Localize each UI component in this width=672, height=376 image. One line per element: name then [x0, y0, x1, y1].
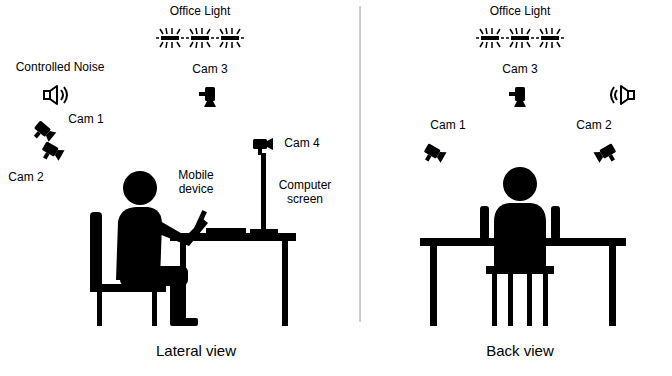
keyboard [206, 228, 246, 233]
chair-leg [97, 292, 102, 326]
part-label: Controlled Noise [16, 60, 105, 74]
camera-2 [39, 140, 65, 165]
camera [30, 120, 56, 146]
lamp [506, 28, 534, 48]
part-label: Cam 1 [68, 112, 103, 126]
lamp [156, 28, 184, 48]
desk-back [420, 238, 626, 326]
office-lights [156, 28, 244, 48]
camera [199, 87, 216, 107]
chair-leg [527, 274, 532, 326]
desk-side [170, 153, 296, 326]
desk-top [170, 233, 296, 241]
head [503, 167, 537, 201]
chair-leg [492, 274, 497, 326]
speaker [611, 86, 634, 104]
chair-back [90, 212, 102, 288]
lamp [186, 28, 214, 48]
desk-leg [609, 246, 616, 326]
part-label: Cam 4 [284, 136, 319, 150]
camera-3 [199, 87, 216, 107]
head [123, 171, 157, 205]
chair-post [551, 206, 560, 240]
part-label: Mobile device [169, 168, 223, 196]
lamp [536, 28, 564, 48]
part-label: Cam 2 [576, 118, 611, 132]
camera [39, 140, 65, 165]
part-label: Computer screen [274, 178, 336, 206]
part-label: Cam 1 [430, 118, 465, 132]
part-label: Office Light [170, 4, 230, 18]
desk-leg [180, 241, 186, 326]
noise-speaker [44, 86, 67, 104]
chair-leg [508, 274, 513, 326]
panel-caption: Back view [486, 342, 554, 360]
camera [593, 142, 619, 167]
mobile-device [194, 210, 207, 230]
desk-top [420, 238, 626, 246]
office-lights [476, 28, 564, 48]
torso [494, 203, 546, 266]
camera-3 [509, 87, 526, 107]
part-label: Cam 3 [192, 62, 227, 76]
desk-leg [430, 246, 437, 326]
lamp [216, 28, 244, 48]
chair-post [480, 206, 489, 240]
part-label: Cam 2 [8, 170, 43, 184]
panel-caption: Lateral view [156, 342, 236, 360]
noise-speaker [611, 86, 634, 104]
screen-pole [261, 153, 266, 233]
panel-divider [360, 6, 361, 322]
camera-1 [421, 142, 447, 167]
chair-leg [543, 274, 548, 326]
desk-leg [282, 241, 288, 326]
part-label: Office Light [490, 4, 550, 18]
person-back [480, 167, 560, 326]
chair-leg [152, 292, 157, 326]
camera [253, 138, 273, 155]
screen-base [250, 229, 278, 233]
camera [421, 142, 447, 167]
chair-seat [486, 266, 554, 274]
camera [509, 87, 526, 107]
camera-4 [253, 138, 273, 155]
camera-2 [593, 142, 619, 167]
part-label: Cam 3 [502, 62, 537, 76]
camera-1 [30, 120, 56, 146]
lamp [476, 28, 504, 48]
